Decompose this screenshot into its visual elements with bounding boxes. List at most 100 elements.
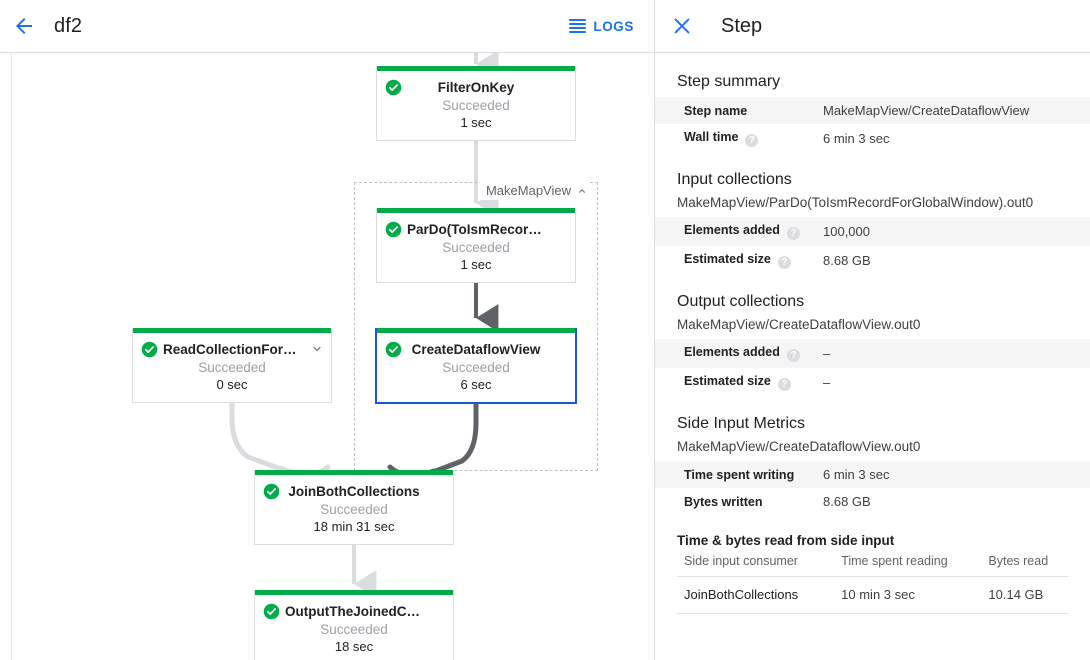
table-row: Estimated size? 8.68 GB xyxy=(655,246,1090,275)
list-icon xyxy=(569,19,587,33)
page-title: df2 xyxy=(54,14,83,37)
node-title: FilterOnKey xyxy=(437,80,515,95)
row-key-label: Wall time xyxy=(684,130,739,144)
node-status-accent xyxy=(255,590,453,595)
table-row: Bytes written 8.68 GB xyxy=(655,488,1090,515)
row-key-label: Time spent writing xyxy=(684,467,795,482)
composite-makemapview[interactable]: MakeMapView xyxy=(354,182,598,471)
graph-node-output-the-joined-collection[interactable]: OutputTheJoinedCollec… Succeeded 18 sec xyxy=(254,590,454,660)
graph-left-rule xyxy=(11,53,12,660)
node-status-accent xyxy=(377,66,575,71)
table-row: Estimated size? – xyxy=(655,368,1090,397)
step-panel-header: Step xyxy=(655,0,1090,53)
side-input-reads-table: Side input consumer Time spent reading B… xyxy=(677,550,1068,614)
row-key: Estimated size? xyxy=(655,246,823,275)
column-header-bytes-read[interactable]: Bytes read xyxy=(981,550,1068,577)
side-input-metrics-table: Time spent writing 6 min 3 sec Bytes wri… xyxy=(655,461,1090,515)
chevron-up-icon[interactable] xyxy=(577,186,587,196)
step-summary-table: Step name MakeMapView/CreateDataflowView… xyxy=(655,97,1090,153)
row-value: 8.68 GB xyxy=(823,494,871,509)
node-status: Succeeded xyxy=(442,360,510,375)
node-title: OutputTheJoinedCollec… xyxy=(285,604,445,619)
row-value: 6 min 3 sec xyxy=(823,467,890,482)
check-circle-icon xyxy=(263,483,280,500)
graph-node-read-collection-for-join[interactable]: ReadCollectionForJoin Succeeded 0 sec xyxy=(132,328,332,403)
composite-label[interactable]: MakeMapView xyxy=(479,182,589,200)
node-status: Succeeded xyxy=(442,240,510,255)
node-time: 6 sec xyxy=(460,377,492,392)
row-key-label: Step name xyxy=(684,103,748,118)
row-key: Bytes written xyxy=(655,488,823,515)
composite-label-text: MakeMapView xyxy=(485,183,571,198)
table-row: Elements added? – xyxy=(655,339,1090,368)
row-key-label: Elements added xyxy=(684,345,780,359)
logs-button-label: LOGS xyxy=(593,18,634,34)
graph-node-join-both-collections[interactable]: JoinBothCollections Succeeded 18 min 31 … xyxy=(254,470,454,545)
table-row: Elements added? 100,000 xyxy=(655,217,1090,246)
section-heading-step-summary: Step summary xyxy=(677,73,781,90)
graph-node-pardo-toismrecordfor[interactable]: ParDo(ToIsmRecordFor… Succeeded 1 sec xyxy=(376,208,576,283)
check-circle-icon xyxy=(263,603,280,620)
help-icon[interactable]: ? xyxy=(777,378,791,391)
output-collections-table: Elements added? – Estimated size? – xyxy=(655,339,1090,397)
step-detail-pane: Step Step summary Step name MakeMapView/… xyxy=(654,0,1090,660)
row-key: Estimated size? xyxy=(655,368,823,397)
row-key: Step name xyxy=(655,97,823,124)
row-key-label: Estimated size xyxy=(684,252,771,266)
row-key-label: Estimated size xyxy=(684,374,771,388)
chevron-down-icon[interactable] xyxy=(311,343,323,355)
close-icon[interactable] xyxy=(671,15,693,37)
row-key-label: Elements added xyxy=(684,223,780,237)
step-panel-title: Step xyxy=(721,14,763,37)
node-time: 1 sec xyxy=(460,115,492,130)
node-title: JoinBothCollections xyxy=(288,484,420,499)
table-header-row: Side input consumer Time spent reading B… xyxy=(677,550,1068,577)
node-status-accent xyxy=(255,470,453,475)
graph-node-filter-on-key[interactable]: FilterOnKey Succeeded 1 sec xyxy=(376,66,576,141)
node-status: Succeeded xyxy=(442,98,510,113)
check-circle-icon xyxy=(141,341,158,358)
column-header-time-spent-reading[interactable]: Time spent reading xyxy=(834,550,982,577)
section-heading-side-input-reads: Time & bytes read from side input xyxy=(677,533,895,548)
help-icon[interactable]: ? xyxy=(777,256,791,269)
side-input-collection-name: MakeMapView/CreateDataflowView.out0 xyxy=(677,439,921,454)
table-row[interactable]: JoinBothCollections 10 min 3 sec 10.14 G… xyxy=(677,576,1068,614)
node-status-accent xyxy=(377,328,575,333)
node-status: Succeeded xyxy=(320,622,388,637)
table-row: Step name MakeMapView/CreateDataflowView xyxy=(655,97,1090,124)
help-icon[interactable]: ? xyxy=(786,349,800,362)
row-key: Time spent writing xyxy=(655,461,823,488)
row-key: Wall time? xyxy=(655,124,823,153)
node-title: ParDo(ToIsmRecordFor… xyxy=(407,222,567,237)
graph-node-create-dataflow-view[interactable]: CreateDataflowView Succeeded 6 sec xyxy=(375,328,577,404)
help-icon[interactable]: ? xyxy=(745,134,759,147)
graph-canvas[interactable]: MakeMapView FilterOnKey Succeeded 1 se xyxy=(0,53,654,660)
section-heading-input-collections: Input collections xyxy=(677,171,792,188)
row-value: 6 min 3 sec xyxy=(823,131,890,146)
input-collection-name: MakeMapView/ParDo(ToIsmRecordForGlobalWi… xyxy=(677,195,1034,210)
cell-consumer: JoinBothCollections xyxy=(677,576,835,614)
row-value: – xyxy=(823,375,831,390)
check-circle-icon xyxy=(385,79,402,96)
node-status-accent xyxy=(377,208,575,213)
check-circle-icon xyxy=(385,221,402,238)
row-value: MakeMapView/CreateDataflowView xyxy=(823,103,1030,118)
input-collections-table: Elements added? 100,000 Estimated size? … xyxy=(655,217,1090,275)
row-key-label: Bytes written xyxy=(684,494,763,509)
row-key: Elements added? xyxy=(655,339,823,368)
node-time: 0 sec xyxy=(216,377,248,392)
arrow-back-icon[interactable] xyxy=(12,14,36,38)
output-collection-name: MakeMapView/CreateDataflowView.out0 xyxy=(677,317,921,332)
node-time: 18 min 31 sec xyxy=(313,519,395,534)
row-value: 8.68 GB xyxy=(823,253,871,268)
row-value: – xyxy=(823,346,831,361)
section-heading-output-collections: Output collections xyxy=(677,293,805,310)
node-title: CreateDataflowView xyxy=(411,342,541,357)
help-icon[interactable]: ? xyxy=(786,227,800,240)
row-value: 100,000 xyxy=(823,224,870,239)
row-key: Elements added? xyxy=(655,217,823,246)
column-header-side-input-consumer[interactable]: Side input consumer xyxy=(677,550,835,577)
logs-button[interactable]: LOGS xyxy=(563,13,640,40)
node-title: ReadCollectionForJoin xyxy=(163,342,311,357)
table-row: Time spent writing 6 min 3 sec xyxy=(655,461,1090,488)
